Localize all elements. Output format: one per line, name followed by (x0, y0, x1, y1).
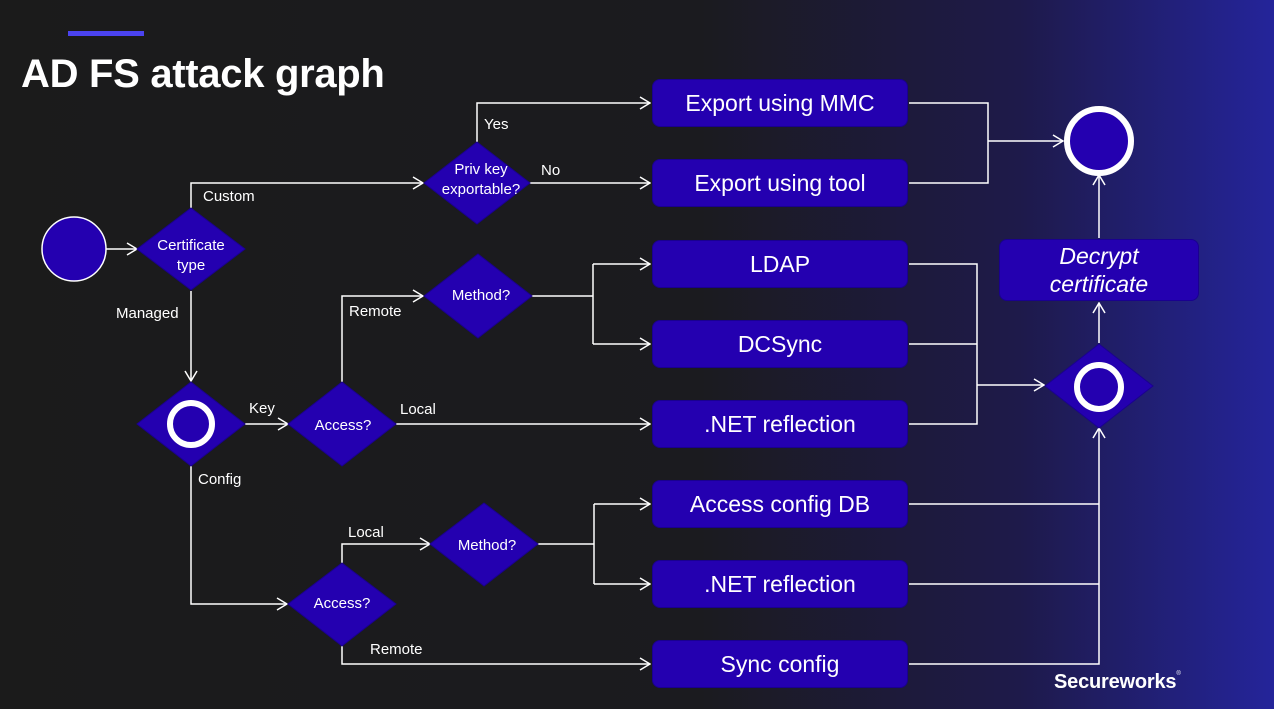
edge-label-remote-config: Remote (370, 641, 423, 658)
slide-title: AD FS attack graph (21, 52, 385, 96)
label-line: exportable? (441, 181, 521, 198)
action-sync-config: Sync config (652, 640, 908, 688)
edge-label-remote-key: Remote (349, 303, 402, 320)
end-node (1064, 106, 1134, 176)
secureworks-logo: Secureworks® (1054, 671, 1181, 694)
edge-mmc-to-end (909, 102, 989, 184)
edge-config-results (909, 503, 1100, 665)
action-net-reflection-config: .NET reflection (652, 560, 908, 608)
decision-access-key-label: Access? (314, 417, 372, 434)
label-line: type (176, 257, 206, 274)
edge-label-key: Key (249, 400, 275, 417)
managed-merge-circle-icon (167, 400, 215, 448)
edge-key-results (909, 263, 978, 425)
edge-label-custom: Custom (203, 188, 255, 205)
logo-text: Secureworks (1054, 671, 1177, 693)
edge-config (190, 466, 287, 604)
edge-label-local-key: Local (400, 401, 436, 418)
action-net-reflection-key: .NET reflection (652, 400, 908, 448)
merge-circle-icon (1074, 362, 1124, 412)
decision-access-config-label: Access? (313, 595, 371, 612)
action-export-using-mmc: Export using MMC (652, 79, 908, 127)
decision-certificate-type-label: Certificate type (157, 236, 225, 276)
edge-remote-key (341, 296, 423, 382)
label-line: Priv key (454, 161, 508, 178)
decision-method-config-label: Method? (457, 537, 517, 554)
edge-local-config (341, 544, 430, 563)
action-access-config-db: Access config DB (652, 480, 908, 528)
decision-access-key (287, 381, 397, 467)
edge-label-local-config: Local (348, 524, 384, 541)
action-ldap: LDAP (652, 240, 908, 288)
edge-label-managed: Managed (116, 305, 179, 322)
action-export-using-tool: Export using tool (652, 159, 908, 207)
decision-managed-merge (136, 381, 246, 467)
decision-method-key-label: Method? (451, 287, 511, 304)
label-line: Decrypt (1059, 243, 1139, 269)
decision-merge (1044, 343, 1154, 429)
edge-label-config: Config (198, 471, 242, 488)
label-line: certificate (1049, 271, 1149, 297)
edge-remote-config (341, 646, 650, 664)
edge-label-yes: Yes (484, 116, 509, 133)
decision-priv-key-label: Priv key exportable? (442, 160, 520, 200)
edge-label-no: No (541, 162, 561, 179)
decision-certificate-type (136, 207, 246, 291)
start-node (41, 216, 107, 282)
registered-mark: ® (1176, 671, 1181, 677)
decision-method-config (429, 502, 539, 587)
edge-method-config (537, 504, 595, 584)
decision-method-key (423, 253, 533, 339)
action-decrypt-certificate: Decrypt certificate (999, 239, 1199, 301)
title-accent-bar (68, 31, 144, 36)
label-line: Certificate (157, 237, 225, 254)
decision-access-config (287, 562, 397, 647)
action-dcsync: DCSync (652, 320, 908, 368)
edge-yes (476, 103, 650, 142)
decision-priv-key-exportable (423, 141, 531, 225)
edge-custom (190, 183, 423, 208)
